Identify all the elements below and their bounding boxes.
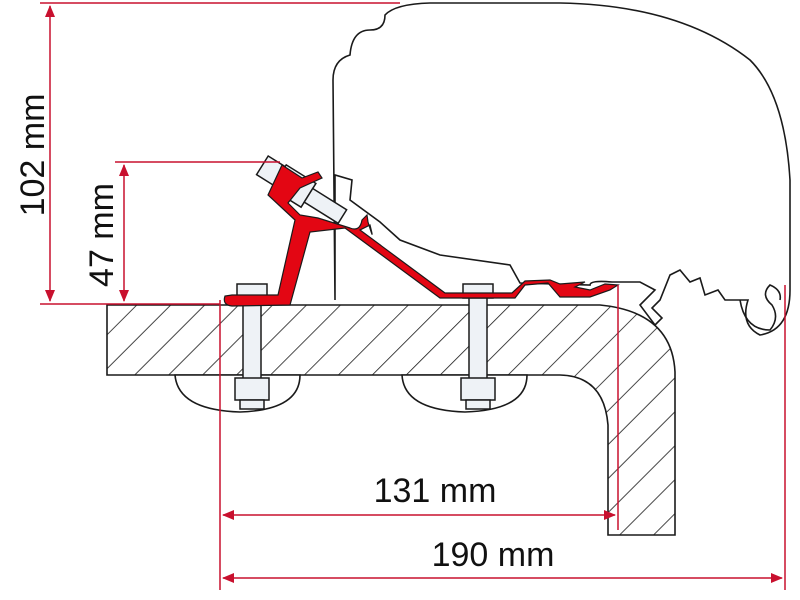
awning-cassette bbox=[332, 2, 791, 336]
width-131-label: 131 mm bbox=[374, 472, 497, 510]
dimension-lines bbox=[40, 2, 786, 590]
height-47-label: 47 mm bbox=[83, 183, 121, 287]
height-102-label: 102 mm bbox=[14, 94, 52, 217]
width-190-label: 190 mm bbox=[432, 536, 555, 574]
adapter-bracket bbox=[223, 164, 620, 307]
cassette-end-profile bbox=[739, 284, 782, 331]
